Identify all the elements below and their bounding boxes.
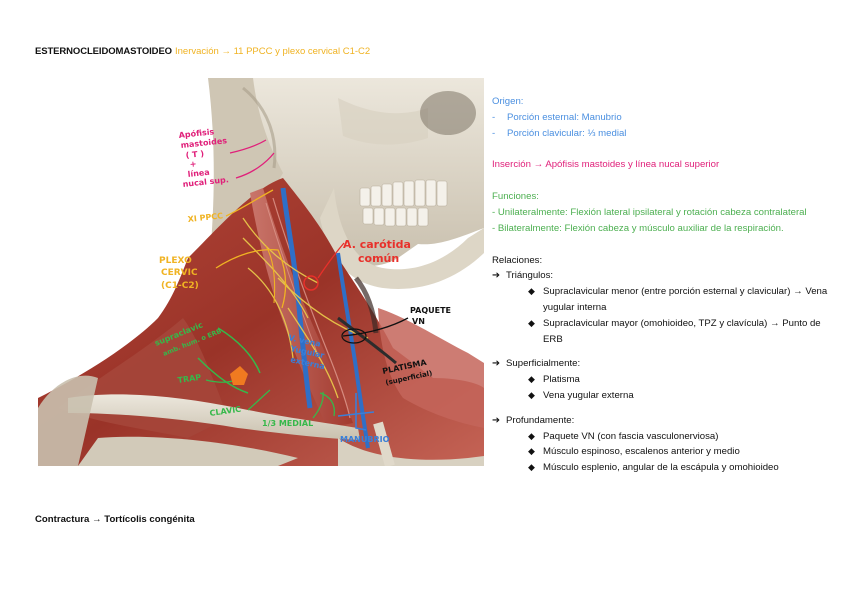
neck-illustration: Apófisis mastoides ( T ) + línea nucal s… [38, 78, 484, 466]
svg-text:PLEXO: PLEXO [159, 256, 192, 266]
diamond-bullet-icon: ◆ [528, 446, 535, 457]
cervical-plexus-nerves [242, 217, 369, 399]
relaciones-heading: Relaciones: [492, 254, 543, 266]
svg-text:A. carótida: A. carótida [343, 238, 411, 251]
notes-panel: Origen: - Porción esternal: Manubrio - P… [492, 94, 844, 476]
svg-text:Apófisis: Apófisis [178, 126, 215, 140]
triangulo-mayor: ◆ Supraclavicular mayor (omohioideo, TPZ… [528, 317, 821, 345]
superficial-item-platisma: ◆ Platisma [492, 372, 844, 388]
profundo-item-paquete-vn: ◆ Paquete VN (con fascia vasculonerviosa… [492, 429, 844, 445]
svg-text:(C1-C2): (C1-C2) [161, 281, 199, 291]
origen-heading: Origen: [492, 96, 524, 107]
clavicle-and-ribs [68, 394, 484, 466]
svg-text:PAQUETE: PAQUETE [410, 306, 451, 315]
triangulo-menor: ◆ Supraclavicular menor (entre porción e… [528, 286, 828, 313]
funcion-bilateral: - Bilateralmente: Flexión cabeza y múscu… [492, 222, 784, 234]
superficialmente-row: ➔ Superficialmente: [492, 356, 844, 372]
label-manubrio: MANUBRIO [340, 435, 390, 444]
label-clavic: CLAVIC [209, 405, 242, 418]
svg-text:común: común [358, 252, 399, 265]
arrow-icon: ➔ [492, 358, 501, 370]
funciones-heading: Funciones: [492, 191, 539, 203]
svg-text:( T ): ( T ) [185, 149, 204, 160]
diamond-bullet-icon: ◆ [528, 374, 535, 385]
origen-item-clavicular: - Porción clavicular: ⅓ medial [492, 127, 627, 139]
diamond-bullet-icon: ◆ [528, 286, 535, 297]
label-plexo-cervical: PLEXO CERVIC (C1-C2) [159, 256, 199, 291]
diamond-bullet-icon: ◆ [528, 317, 535, 328]
innervation-note: Inervación → 11 PPCC y plexo cervical C1… [174, 46, 371, 57]
origen-item-esternal: - Porción esternal: Manubrio [492, 111, 622, 123]
profundo-item-esplenio: ◆ Músculo esplenio, angular de la escápu… [492, 460, 844, 476]
svg-text:+: + [189, 159, 197, 169]
label-apofisis-mastoides: Apófisis mastoides ( T ) + línea nucal s… [178, 126, 229, 189]
label-carotida-comun: A. carótida común [343, 238, 411, 265]
arrow-icon: ➔ [492, 270, 501, 282]
carotid-marker [303, 275, 319, 291]
svg-text:línea: línea [187, 168, 210, 179]
profundamente-row: ➔ Profundamente: [492, 413, 844, 429]
diamond-bullet-icon: ◆ [528, 462, 535, 473]
triangulos-row: ➔ Triángulos: [492, 268, 844, 284]
diamond-bullet-icon: ◆ [528, 389, 535, 400]
contractura-note: Contractura → Tortícolis congénita [35, 514, 195, 525]
profundo-item-escalenos: ◆ Músculo espinoso, escalenos anterior y… [492, 444, 844, 460]
label-paquete-vn: PAQUETE VN [410, 306, 451, 326]
skull [243, 78, 484, 289]
diamond-bullet-icon: ◆ [528, 430, 535, 441]
svg-text:CERVIC: CERVIC [161, 268, 198, 278]
erb-point-marker [230, 366, 248, 385]
label-xi-ppcc: XI PPCC [187, 211, 223, 224]
insercion-text: Inserción → Apófisis mastoides y línea n… [492, 159, 720, 171]
label-tercio-medial: 1/3 MEDIAL [262, 419, 313, 428]
funcion-unilateral: - Unilateralmente: Flexión lateral ipsil… [492, 206, 807, 218]
label-trap: TRAP [177, 373, 202, 385]
jugular-vein [280, 187, 313, 409]
anatomy-figure: Apófisis mastoides ( T ) + línea nucal s… [38, 78, 484, 466]
superficial-item-vena-yugular: ◆ Vena yugular externa [492, 388, 844, 404]
muscle-title: ESTERNOCLEIDOMASTOIDEO [35, 46, 172, 57]
svg-text:VN: VN [412, 317, 425, 326]
arrow-icon: ➔ [492, 414, 501, 426]
